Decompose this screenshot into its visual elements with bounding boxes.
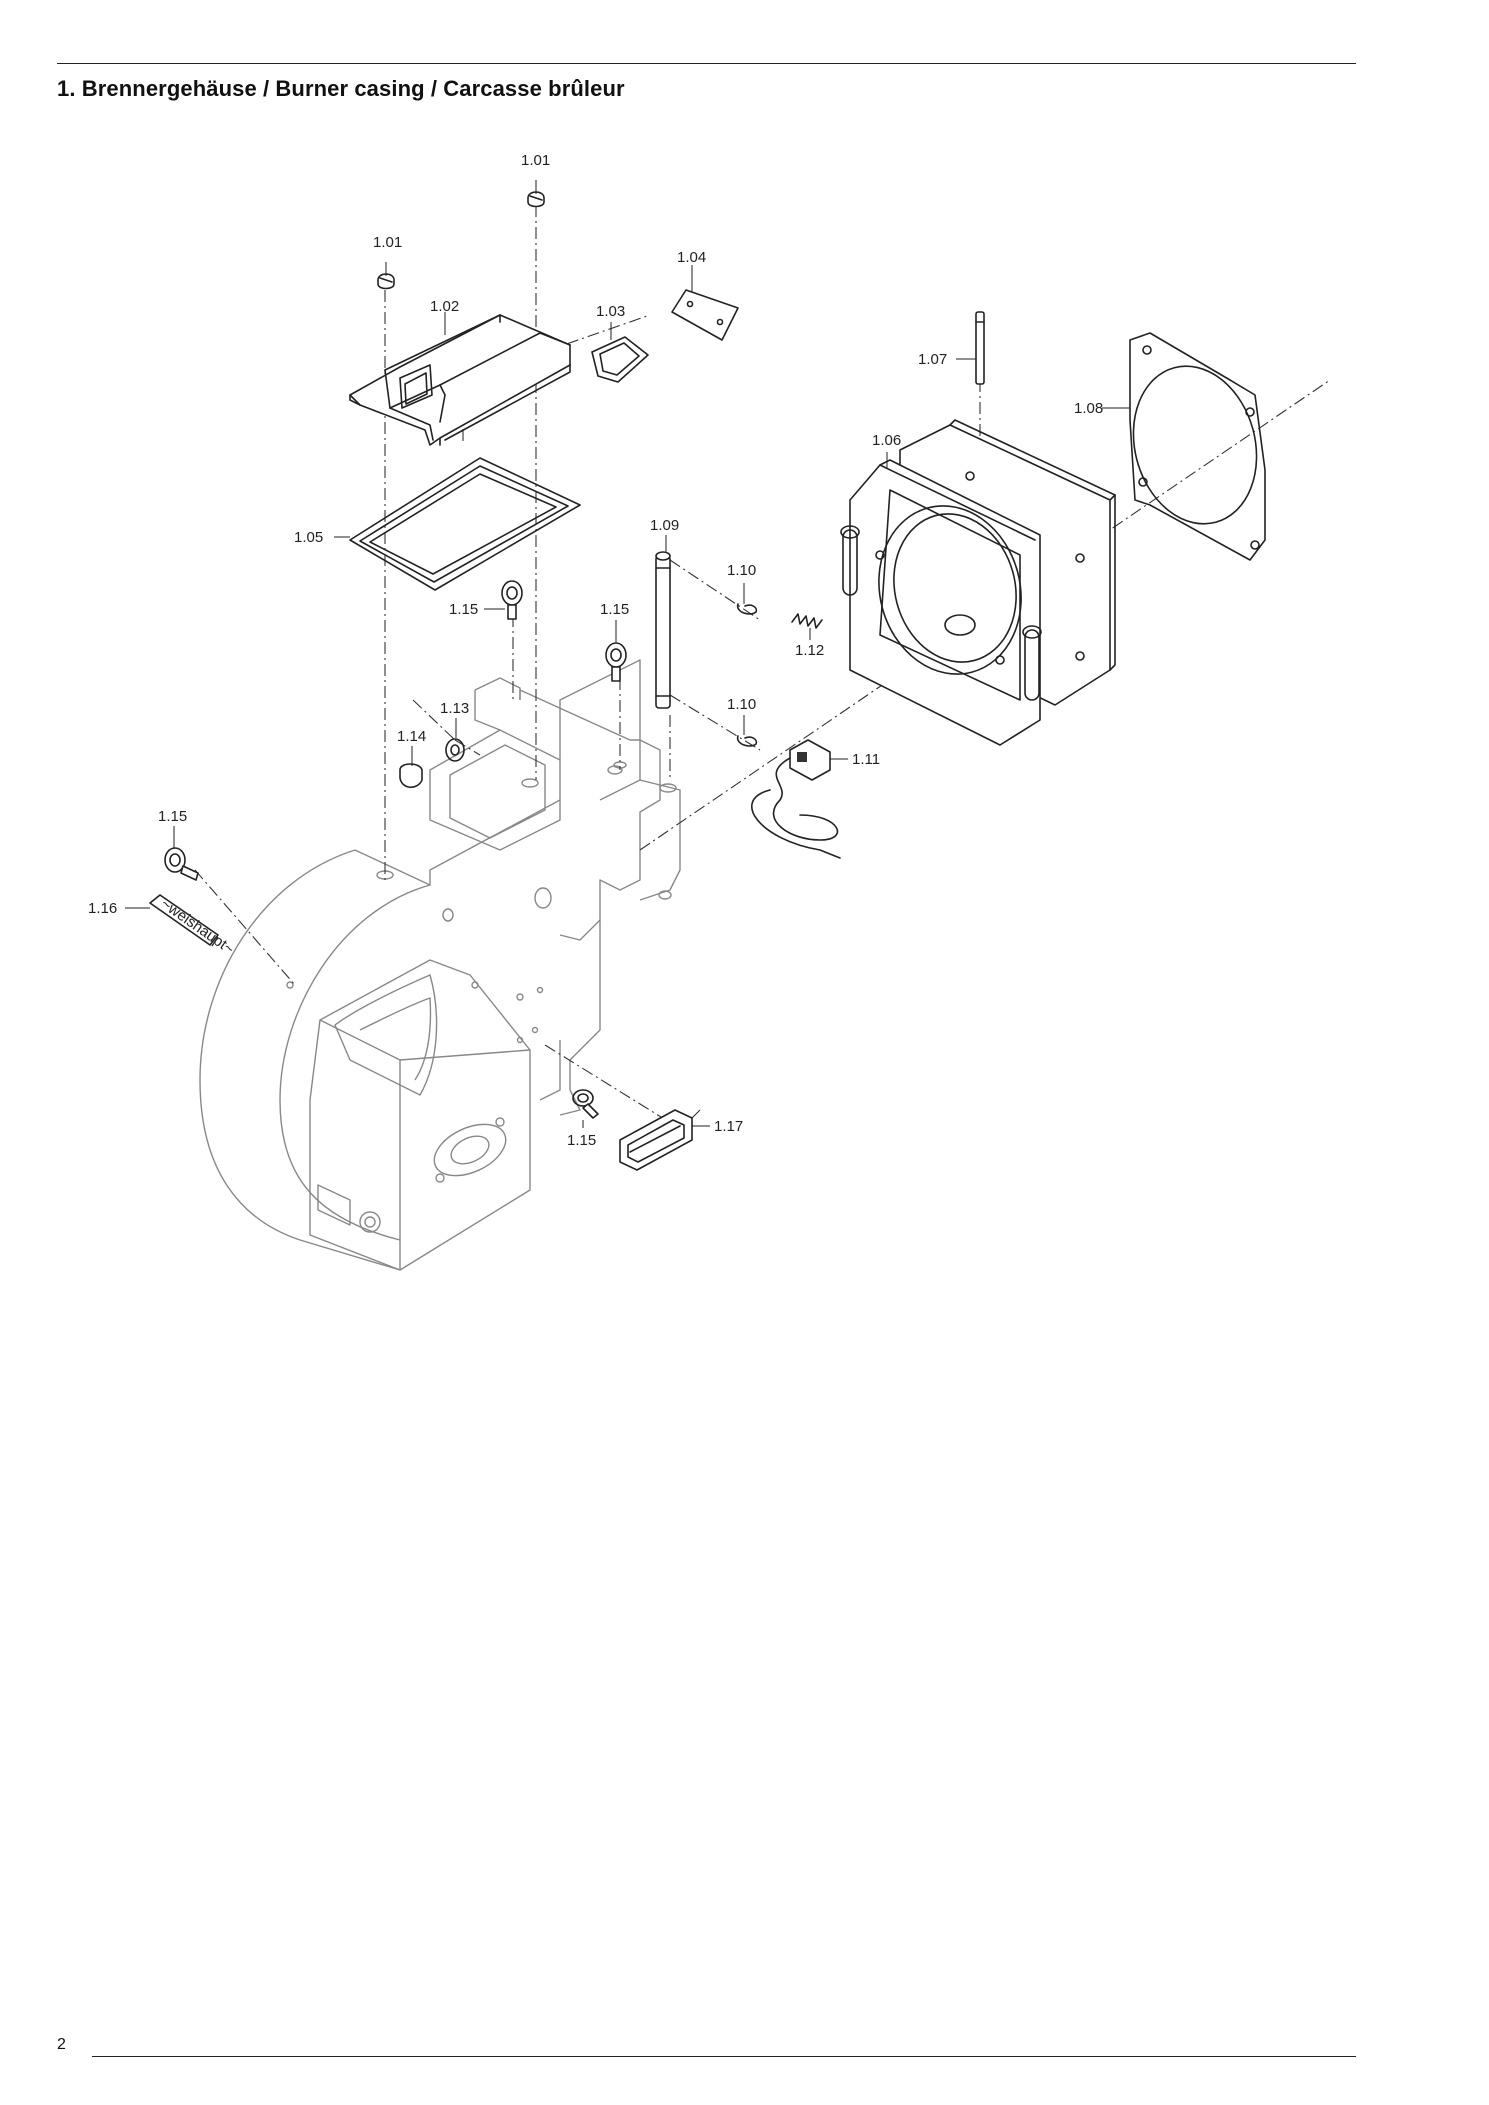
- part-1-06-flange-housing: [840, 419, 1116, 746]
- callout-1-04: 1.04: [677, 249, 706, 266]
- callout-1-08: 1.08: [1074, 400, 1103, 417]
- callout-1-07: 1.07: [918, 351, 947, 368]
- part-1-14-cap: [399, 763, 423, 789]
- part-1-10-clip-upper: [736, 603, 758, 615]
- burner-housing: [199, 659, 681, 1271]
- part-1-11-connector: [751, 739, 841, 859]
- callout-1-15-middle: 1.15: [600, 601, 629, 618]
- part-1-01-screw-top: [527, 191, 545, 208]
- part-1-02-cover: [349, 314, 571, 446]
- part-1-05-gasket-large: [349, 457, 581, 591]
- part-1-15-eye-bolt-left: [164, 847, 199, 881]
- part-1-15-eye-bolt-lower: [572, 1089, 599, 1119]
- callout-1-06: 1.06: [872, 432, 901, 449]
- page-number: 2: [57, 2036, 66, 2053]
- part-1-12-spring: [791, 613, 823, 629]
- top-rule: [57, 63, 1356, 64]
- callout-1-16: 1.16: [88, 900, 117, 917]
- callout-1-10-upper: 1.10: [727, 562, 756, 579]
- callout-1-15-lower: 1.15: [567, 1132, 596, 1149]
- part-1-15-eye-bolt-upper: [501, 580, 523, 620]
- callout-1-10-lower: 1.10: [727, 696, 756, 713]
- callout-leaders: [125, 180, 1130, 1128]
- callout-1-15-upper: 1.15: [449, 601, 478, 618]
- part-1-13-washer: [445, 738, 465, 762]
- callout-1-14: 1.14: [397, 728, 426, 745]
- callout-1-12: 1.12: [795, 642, 824, 659]
- callout-1-03: 1.03: [596, 303, 625, 320]
- callout-1-02: 1.02: [430, 298, 459, 315]
- callout-1-13: 1.13: [440, 700, 469, 717]
- part-1-08-gasket: [1129, 332, 1266, 561]
- part-1-15-eye-bolt-middle: [605, 642, 627, 682]
- callout-1-09: 1.09: [650, 517, 679, 534]
- callout-1-01-top: 1.01: [521, 152, 550, 169]
- part-1-16-nameplate: ~weishaupt~: [149, 894, 237, 958]
- callout-labels: 1.01 1.01 1.02 1.03 1.04 1.05 1.06 1.07 …: [88, 152, 1103, 1149]
- part-1-01-screw-left: [377, 273, 395, 290]
- part-1-17-inspection-cover: [619, 1109, 693, 1171]
- part-1-04-plate: [671, 289, 739, 341]
- part-1-07-rod: [975, 311, 985, 385]
- callout-1-05: 1.05: [294, 529, 323, 546]
- part-1-09-shaft: [655, 551, 671, 709]
- page-title: 1. Brennergehäuse / Burner casing / Carc…: [57, 76, 625, 101]
- part-1-10-clip-lower: [736, 735, 758, 747]
- callout-1-15-left: 1.15: [158, 808, 187, 825]
- callout-1-01-left: 1.01: [373, 234, 402, 251]
- callout-1-17: 1.17: [714, 1118, 743, 1135]
- callout-1-11: 1.11: [852, 751, 880, 768]
- bottom-rule: [92, 2056, 1356, 2057]
- part-1-03-gasket-small: [591, 336, 649, 383]
